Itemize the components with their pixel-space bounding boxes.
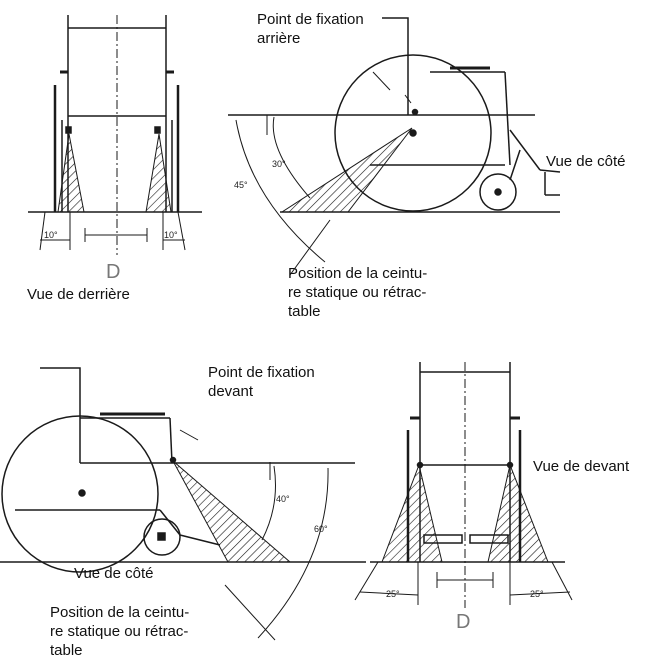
label-belt-position-bottom: Position de la ceintu- re statique ou ré… (50, 604, 190, 659)
label-rear-anchor-point: Point de fixation arrière (257, 11, 364, 47)
angle-rear-left: 10° (44, 230, 58, 240)
side-rear-caster (479, 173, 517, 211)
label-side-view-bottom: Vue de côté (74, 565, 154, 582)
angle-side-rear-small: 30° (272, 159, 286, 169)
angle-front-right: 25° (530, 589, 544, 599)
label-front-view: Vue de devant (533, 458, 630, 475)
side-view-front-drawing (0, 367, 366, 641)
angle-side-front-small: 40° (276, 494, 290, 504)
angle-rear-right: 10° (164, 230, 178, 240)
front-left-belt-zone (381, 463, 443, 563)
rear-view-drawing (28, 15, 202, 255)
label-front-anchor-point: Point de fixation devant (208, 364, 315, 400)
angle-front-left: 25° (386, 589, 400, 599)
dimension-rear: D (106, 261, 120, 283)
front-view-drawing (354, 362, 573, 608)
side-front-belt-zone (172, 460, 292, 563)
label-rear-view: Vue de derrière (27, 286, 130, 303)
angle-side-rear-large: 45° (234, 180, 248, 190)
angle-side-front-large: 60° (314, 524, 328, 534)
label-belt-position-top: Position de la ceintu- re statique ou ré… (288, 265, 428, 320)
rear-right-belt-zone (145, 133, 172, 213)
label-side-view-top: Vue de côté (546, 153, 626, 170)
front-right-belt-zone (487, 463, 549, 563)
dimension-front: D (456, 611, 470, 633)
side-rear-belt-zone (280, 127, 413, 213)
side-rear-main-wheel (334, 54, 492, 212)
side-view-rear-drawing (228, 17, 561, 276)
side-front-caster (143, 518, 181, 556)
